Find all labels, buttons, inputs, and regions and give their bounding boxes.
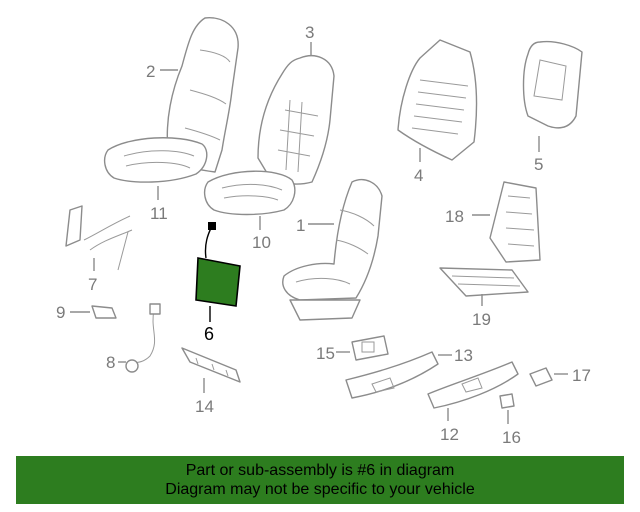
callout-9: 9 (56, 303, 90, 322)
banner-line-part: Part or sub-assembly is #6 in diagram (185, 462, 455, 479)
vehicle-fit-banner: Part or sub-assembly is #6 in diagram Di… (16, 456, 624, 504)
svg-text:8: 8 (106, 353, 115, 372)
svg-text:4: 4 (414, 166, 423, 185)
svg-text:16: 16 (502, 428, 521, 447)
svg-text:18: 18 (445, 207, 464, 226)
part-11-seat-cushion-cover[interactable] (103, 137, 208, 183)
svg-text:7: 7 (88, 275, 97, 294)
svg-text:15: 15 (316, 344, 335, 363)
part-10-seat-cushion-pad[interactable] (203, 170, 296, 216)
callout-8: 8 (106, 353, 126, 372)
callout-7: 7 (88, 258, 97, 294)
part-9-clip[interactable] (91, 305, 117, 319)
callout-11: 11 (150, 186, 168, 223)
callout-1: 1 (296, 216, 334, 235)
part-19-cushion-mat[interactable] (439, 267, 529, 297)
svg-text:3: 3 (305, 23, 314, 42)
svg-text:12: 12 (440, 425, 459, 444)
svg-text:6: 6 (204, 324, 214, 344)
callout-12: 12 (440, 408, 459, 444)
callout-17: 17 (554, 366, 591, 385)
part-15-switch[interactable] (351, 335, 389, 361)
svg-text:9: 9 (56, 303, 65, 322)
banner-line-disclaimer: Diagram may not be specific to your vehi… (165, 481, 475, 498)
part-6-heater-pad[interactable] (195, 222, 241, 307)
callout-16: 16 (502, 410, 521, 447)
part-16-knob[interactable] (499, 393, 515, 409)
svg-text:14: 14 (195, 397, 214, 416)
svg-text:10: 10 (252, 233, 271, 252)
part-14-trim-cover[interactable] (181, 347, 241, 383)
part-17-knob[interactable] (529, 367, 553, 387)
part-5-rear-panel[interactable] (522, 40, 583, 129)
svg-text:13: 13 (454, 346, 473, 365)
svg-text:2: 2 (146, 62, 155, 81)
part-7-wire-bracket[interactable] (65, 205, 133, 271)
svg-text:19: 19 (472, 310, 491, 329)
callout-10: 10 (252, 216, 271, 252)
callout-15: 15 (316, 344, 350, 363)
svg-text:5: 5 (534, 155, 543, 174)
svg-text:11: 11 (150, 204, 168, 223)
part-4-seat-back-frame[interactable] (397, 39, 478, 161)
callout-6: 6 (204, 306, 214, 344)
callout-5: 5 (534, 136, 543, 174)
part-13-side-shield[interactable] (345, 351, 439, 399)
callout-4: 4 (414, 148, 423, 185)
part-12-side-shield-inner[interactable] (427, 361, 519, 409)
part-3-seat-back-pad[interactable] (257, 55, 335, 185)
callout-19: 19 (472, 294, 491, 329)
callout-3: 3 (305, 23, 314, 56)
callout-18: 18 (445, 207, 490, 226)
part-1-seat-assembly[interactable] (282, 178, 383, 321)
callout-14: 14 (195, 378, 214, 416)
part-18-lumbar-support[interactable] (489, 181, 541, 263)
seat-parts-diagram: 2 3 4 5 11 10 (56, 17, 591, 447)
callout-2: 2 (146, 62, 178, 81)
part-8-sensor-harness[interactable] (125, 303, 161, 373)
svg-text:1: 1 (296, 216, 305, 235)
svg-text:17: 17 (572, 366, 591, 385)
callout-13: 13 (438, 346, 473, 365)
